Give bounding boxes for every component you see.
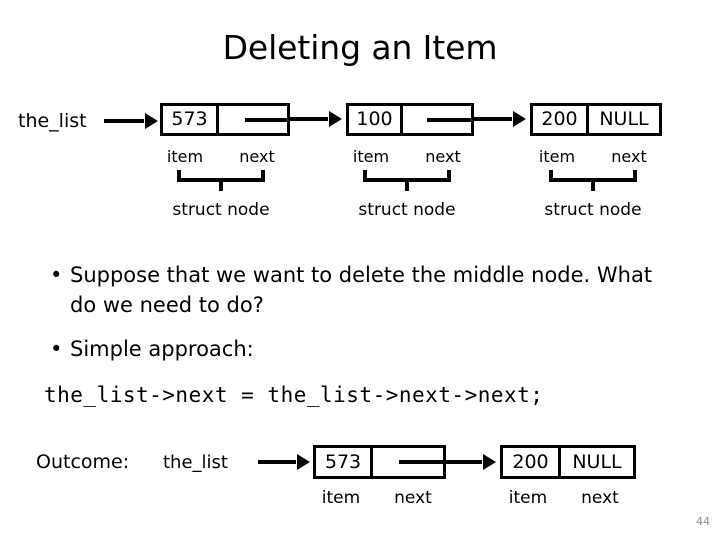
top-node-2-arrow-tail	[427, 117, 472, 122]
bottom-node-1-item-label: item	[321, 488, 361, 508]
top-node-3-next-value: NULL	[599, 108, 649, 130]
code-snippet: the_list->next = the_list->next->next;	[44, 383, 544, 407]
bottom-node-2-next-value: NULL	[572, 450, 622, 473]
top-node-1-item-label: item	[166, 147, 204, 166]
top-pointer-label: the_list	[18, 110, 87, 132]
bottom-node-2-next-label: next	[581, 488, 619, 508]
bullet-list: • Suppose that we want to delete the mid…	[44, 260, 674, 320]
brace-stem	[405, 180, 409, 191]
brace-stem	[219, 180, 223, 191]
bottom-node-1-item-value: 573	[316, 448, 373, 476]
top-node-2-struct-label: struct node	[358, 200, 456, 220]
top-node-2-item-label: item	[352, 147, 390, 166]
bottom-node-2-item-value: 200	[503, 448, 561, 476]
top-node-2-next-label: next	[425, 147, 461, 166]
top-node-2: 100	[346, 103, 474, 136]
bullet-marker-icon: •	[50, 337, 63, 361]
list-item: • Suppose that we want to delete the mid…	[44, 260, 674, 320]
bottom-pointer-arrow	[258, 460, 296, 464]
page-number: 44	[696, 515, 710, 528]
top-node-3-brace	[549, 170, 637, 191]
bottom-node-2: 200 NULL	[500, 445, 636, 479]
brace-tick-left	[363, 170, 367, 182]
top-node-3-struct-label: struct node	[544, 200, 642, 220]
top-node-1-next-value	[219, 106, 288, 133]
bottom-node-1: 573	[313, 445, 446, 479]
bottom-arrow-node1-to-node2	[446, 460, 482, 464]
top-node-3-next-label: next	[611, 147, 647, 166]
brace-tick-left	[177, 170, 181, 182]
bullet-text: Suppose that we want to delete the middl…	[70, 263, 653, 317]
top-node-1-arrow-tail	[245, 117, 288, 122]
bullet-list-2: • Simple approach:	[44, 334, 674, 364]
top-node-3: 200 NULL	[530, 103, 662, 136]
bottom-pointer-label: the_list	[163, 452, 228, 473]
top-node-1: 573	[160, 103, 290, 136]
bullet-text: Simple approach:	[70, 337, 254, 361]
top-node-2-item-value: 100	[349, 106, 403, 133]
top-node-2-next-value	[403, 106, 472, 133]
brace-tick-right	[633, 170, 637, 182]
bottom-node-1-next-value	[373, 448, 444, 476]
outcome-label: Outcome:	[36, 451, 130, 473]
top-arrow-node2-to-node3	[474, 117, 512, 121]
top-node-1-brace	[177, 170, 265, 191]
brace-tick-right	[447, 170, 451, 182]
top-node-1-next-label: next	[239, 147, 275, 166]
bottom-node-2-item-label: item	[508, 488, 548, 508]
list-item: • Simple approach:	[44, 334, 674, 364]
top-node-3-item-label: item	[538, 147, 576, 166]
bottom-node-1-arrow-tail	[399, 460, 444, 464]
bottom-node-1-next-label: next	[394, 488, 432, 508]
top-arrow-node1-to-node2	[290, 117, 328, 121]
top-node-1-item-value: 573	[163, 106, 219, 133]
brace-stem	[591, 180, 595, 191]
top-node-3-item-value: 200	[533, 106, 589, 133]
bullet-marker-icon: •	[50, 263, 63, 287]
brace-tick-right	[261, 170, 265, 182]
top-node-1-struct-label: struct node	[172, 200, 270, 220]
page-title: Deleting an Item	[222, 28, 498, 67]
top-node-2-brace	[363, 170, 451, 191]
brace-tick-left	[549, 170, 553, 182]
top-pointer-arrow	[104, 119, 144, 123]
